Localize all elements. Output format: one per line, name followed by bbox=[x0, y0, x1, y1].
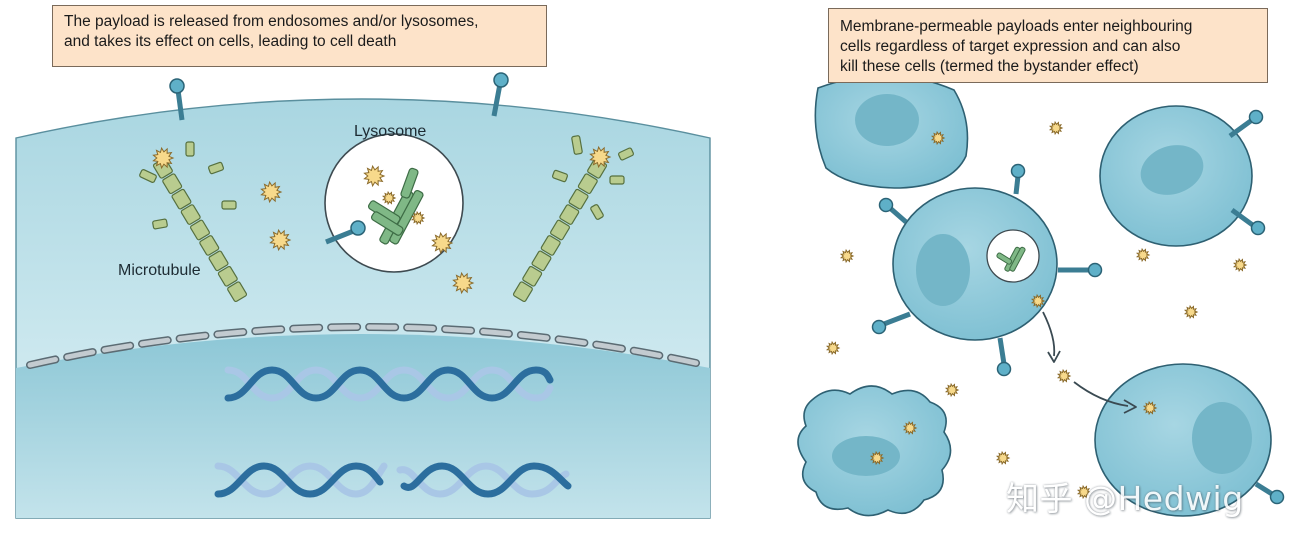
receptor bbox=[1230, 207, 1266, 236]
receptor bbox=[878, 197, 908, 224]
payload-molecule bbox=[260, 180, 283, 204]
payload-molecule bbox=[995, 450, 1011, 466]
receptor bbox=[491, 72, 509, 117]
payload-molecule bbox=[410, 210, 426, 226]
payload-molecule bbox=[452, 271, 475, 295]
payload-molecule bbox=[363, 164, 386, 188]
payload-molecule bbox=[902, 420, 918, 436]
payload-molecule bbox=[152, 146, 175, 170]
payload-molecule bbox=[1135, 247, 1151, 263]
microtubule-left bbox=[152, 157, 248, 303]
caption-line: Membrane-permeable payloads enter neighb… bbox=[840, 18, 1193, 35]
receptor bbox=[1254, 481, 1285, 505]
payload-molecule bbox=[1183, 304, 1199, 320]
receptor bbox=[996, 337, 1012, 377]
watermark: 知乎 @Hedwig bbox=[1006, 479, 1244, 518]
payload-group-right bbox=[825, 120, 1248, 500]
lysosome bbox=[324, 133, 464, 273]
diffusion-arrows bbox=[1042, 311, 1137, 414]
dna-helix-top bbox=[224, 366, 554, 402]
dna-helix-bottom-broken bbox=[214, 462, 572, 498]
receptor-in-lysosome bbox=[325, 220, 366, 245]
receptor bbox=[1228, 109, 1264, 139]
receptor bbox=[1058, 262, 1103, 278]
payload-molecule bbox=[431, 231, 454, 255]
payload-molecule bbox=[1076, 484, 1092, 500]
payload-molecule bbox=[269, 228, 292, 252]
cell-top-right bbox=[1099, 105, 1266, 247]
cell-neighbour bbox=[1094, 363, 1285, 517]
payload-molecule bbox=[1056, 368, 1072, 384]
left-cell bbox=[15, 72, 711, 519]
payload-molecule bbox=[869, 450, 885, 466]
lysosome-label: Lysosome bbox=[354, 123, 427, 140]
caption-right-panel: Membrane-permeable payloads enter neighb… bbox=[828, 8, 1268, 83]
receptor bbox=[871, 311, 911, 335]
payload-molecule bbox=[930, 130, 946, 146]
right-panel-cells bbox=[797, 74, 1285, 517]
payload-molecule bbox=[1048, 120, 1064, 136]
payload-molecule bbox=[1232, 257, 1248, 273]
receptor bbox=[1010, 163, 1026, 195]
payload-molecule bbox=[944, 382, 960, 398]
cell-target bbox=[871, 163, 1103, 377]
receptor bbox=[169, 78, 185, 121]
antibody bbox=[367, 167, 424, 245]
cell-dying bbox=[797, 385, 952, 517]
nucleus bbox=[16, 334, 710, 518]
caption-line: cells regardless of target expression an… bbox=[840, 38, 1181, 55]
caption-left-panel: The payload is released from endosomes a… bbox=[52, 5, 547, 67]
caption-line: The payload is released from endosomes a… bbox=[64, 13, 479, 30]
payload-molecule bbox=[1030, 293, 1046, 309]
payload-group-left bbox=[152, 145, 612, 295]
payload-molecule bbox=[1142, 400, 1158, 416]
payload-molecule bbox=[589, 145, 612, 169]
caption-line: and takes its effect on cells, leading t… bbox=[64, 33, 397, 50]
tubulin-fragments bbox=[139, 135, 634, 230]
caption-line: kill these cells (termed the bystander e… bbox=[840, 58, 1139, 75]
microtubule-label: Microtubule bbox=[118, 262, 201, 279]
payload-molecule bbox=[825, 340, 841, 356]
payload-molecule bbox=[381, 190, 397, 206]
payload-molecule bbox=[839, 248, 855, 264]
cell-top-left bbox=[814, 74, 969, 189]
microtubule-right bbox=[512, 157, 608, 303]
